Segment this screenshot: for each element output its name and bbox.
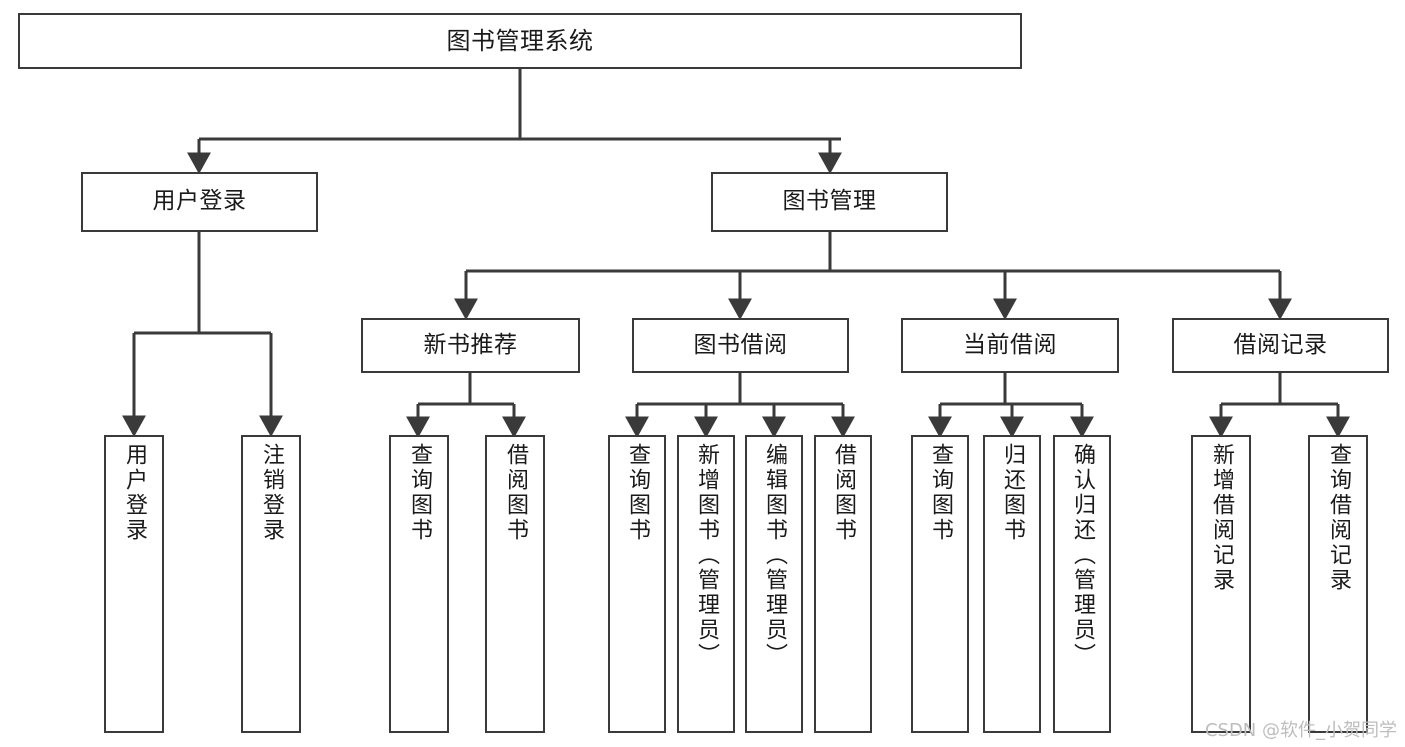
leaf-return-book[interactable]: 归还图书 xyxy=(983,435,1041,733)
node-root-label: 图书管理系统 xyxy=(446,26,594,55)
node-user-login[interactable]: 用户登录 xyxy=(81,172,318,232)
node-book-manage-label: 图书管理 xyxy=(782,188,877,215)
node-borrow-record[interactable]: 借阅记录 xyxy=(1172,318,1389,373)
node-book-borrow[interactable]: 图书借阅 xyxy=(632,318,849,373)
leaf-query-book-current[interactable]: 查询图书 xyxy=(911,435,969,733)
leaf-query-book-recommend[interactable]: 查询图书 xyxy=(389,435,449,733)
node-user-login-label: 用户登录 xyxy=(152,188,247,215)
leaf-add-borrow-record[interactable]: 新增借阅记录 xyxy=(1191,435,1251,733)
leaf-add-borrow-record-label: 新增借阅记录 xyxy=(1209,443,1234,593)
leaf-user-logout[interactable]: 注销登录 xyxy=(241,435,301,733)
leaf-borrow-book-recommend-label: 借阅图书 xyxy=(503,443,528,543)
node-new-book-recommend-label: 新书推荐 xyxy=(423,331,518,358)
node-borrow-record-label: 借阅记录 xyxy=(1233,331,1328,358)
leaf-add-book-admin[interactable]: 新增图书（管理员） xyxy=(677,435,735,733)
node-book-borrow-label: 图书借阅 xyxy=(693,331,788,358)
leaf-user-logout-label: 注销登录 xyxy=(259,443,284,543)
leaf-add-book-admin-label: 新增图书（管理员） xyxy=(694,443,719,668)
leaf-return-book-label: 归还图书 xyxy=(1000,443,1025,543)
leaf-query-book-borrow[interactable]: 查询图书 xyxy=(608,435,666,733)
node-root[interactable]: 图书管理系统 xyxy=(18,13,1022,69)
leaf-query-book-recommend-label: 查询图书 xyxy=(407,443,432,543)
leaf-edit-book-admin[interactable]: 编辑图书（管理员） xyxy=(745,435,803,733)
leaf-user-login[interactable]: 用户登录 xyxy=(104,435,164,733)
leaf-borrow-book-label: 借阅图书 xyxy=(831,443,856,543)
leaf-borrow-book[interactable]: 借阅图书 xyxy=(814,435,872,733)
leaf-query-borrow-record[interactable]: 查询借阅记录 xyxy=(1308,435,1368,733)
leaf-confirm-return-admin[interactable]: 确认归还（管理员） xyxy=(1053,435,1111,733)
node-current-borrow-label: 当前借阅 xyxy=(963,331,1057,358)
leaf-edit-book-admin-label: 编辑图书（管理员） xyxy=(762,443,787,668)
leaf-borrow-book-recommend[interactable]: 借阅图书 xyxy=(485,435,545,733)
csdn-watermark: CSDN @软件_小贺同学 xyxy=(1204,720,1397,741)
leaf-confirm-return-admin-label: 确认归还（管理员） xyxy=(1070,443,1095,668)
leaf-user-login-label: 用户登录 xyxy=(122,443,147,543)
node-book-manage[interactable]: 图书管理 xyxy=(711,172,948,232)
node-new-book-recommend[interactable]: 新书推荐 xyxy=(361,318,580,373)
leaf-query-book-current-label: 查询图书 xyxy=(928,443,953,543)
leaf-query-book-borrow-label: 查询图书 xyxy=(625,443,650,543)
node-current-borrow[interactable]: 当前借阅 xyxy=(901,318,1119,373)
leaf-query-borrow-record-label: 查询借阅记录 xyxy=(1326,443,1351,593)
